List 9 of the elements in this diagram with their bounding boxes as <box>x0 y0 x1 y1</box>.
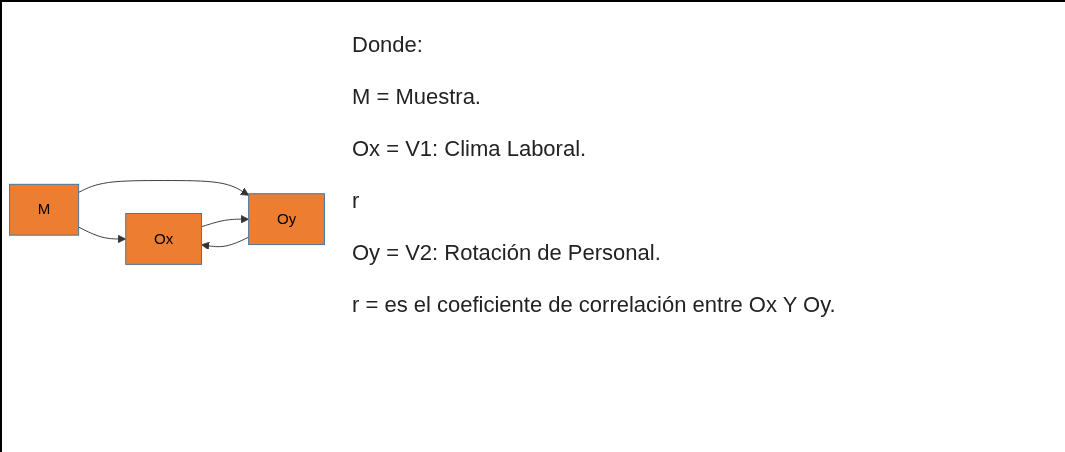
note-text: r <box>352 188 360 214</box>
node-box: Ox <box>125 212 202 265</box>
note-text: r = es el coeficiente de correlación entre Ox Y Oy. <box>352 292 836 318</box>
node-box: M <box>9 183 80 236</box>
note-text: Donde: <box>352 32 423 58</box>
note-text: Ox = V1: Clima Laboral. <box>352 136 587 162</box>
node-box: Oy <box>248 192 325 245</box>
note-text: Oy = V2: Rotación de Personal. <box>352 240 661 266</box>
note-text: M = Muestra. <box>352 84 481 110</box>
